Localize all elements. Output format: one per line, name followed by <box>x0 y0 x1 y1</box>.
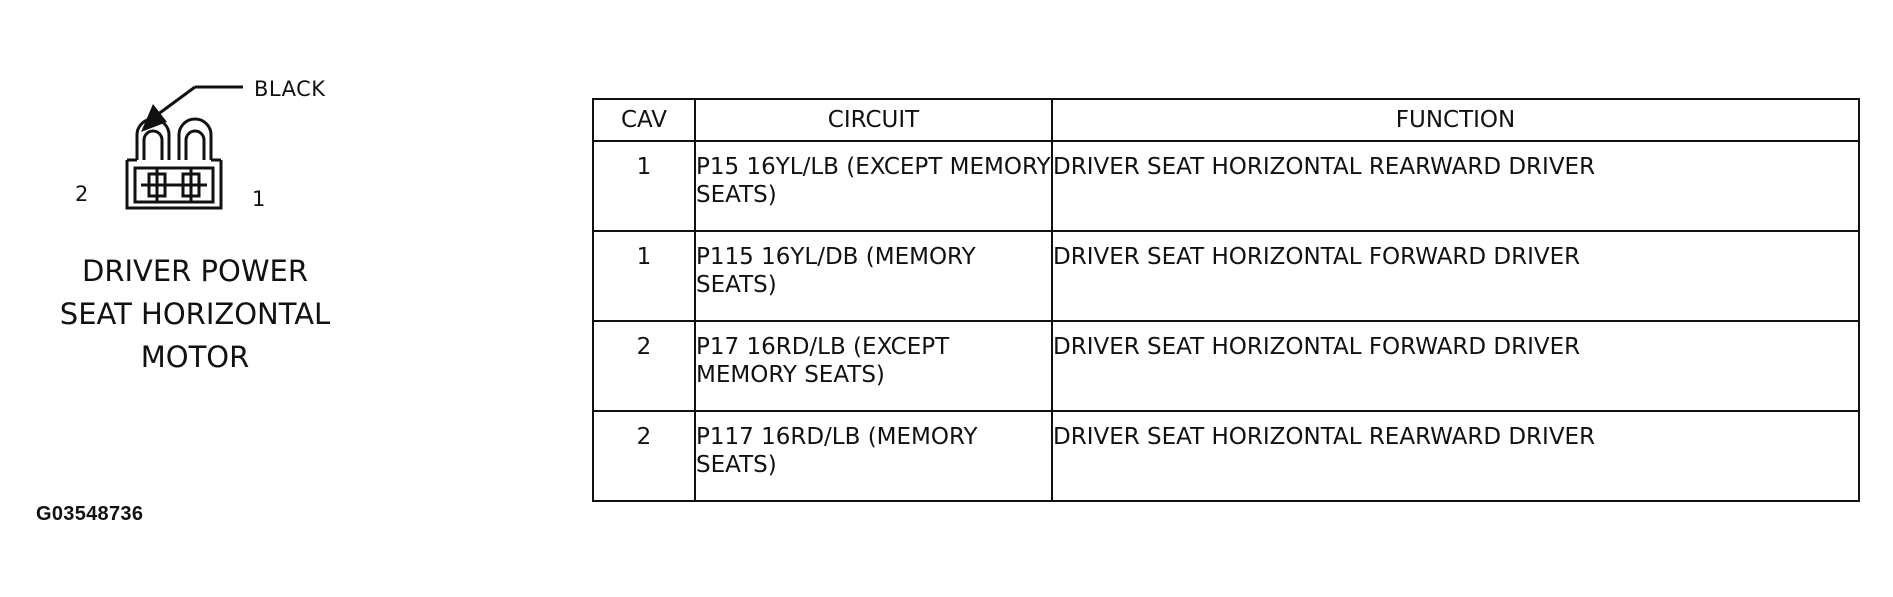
table-header-row: CAV CIRCUIT FUNCTION <box>592 98 1860 142</box>
connector-view: BLACK 2 1 DRIVER POWER SEAT HORIZONTAL M… <box>45 60 365 374</box>
table-row: 2 P117 16RD/LB (MEMORY SEATS) DRIVER SEA… <box>592 410 1860 502</box>
connector-body <box>125 172 223 210</box>
pin-label-left: 2 <box>75 182 89 206</box>
header-function: FUNCTION <box>1051 98 1860 142</box>
connector-name-line: SEAT HORIZONTAL <box>59 297 331 331</box>
circuit-cell: P15 16YL/LB (EXCEPT MEMORY SEATS) <box>694 140 1053 232</box>
function-cell: DRIVER SEAT HORIZONTAL FORWARD DRIVER <box>1051 320 1860 412</box>
two-pin-connector-icon <box>125 85 243 210</box>
cav-cell: 2 <box>592 410 696 502</box>
circuit-cell: P117 16RD/LB (MEMORY SEATS) <box>694 410 1053 502</box>
connector-name-line: MOTOR <box>140 340 250 374</box>
pointer-arrow-icon <box>141 104 167 132</box>
header-cav: CAV <box>592 98 696 142</box>
leader-line-diagonal <box>156 85 196 117</box>
circuit-cell: P115 16YL/DB (MEMORY SEATS) <box>694 230 1053 322</box>
function-cell: DRIVER SEAT HORIZONTAL REARWARD DRIVER <box>1051 140 1860 232</box>
connector-name: DRIVER POWER SEAT HORIZONTAL MOTOR <box>45 250 345 379</box>
header-circuit: CIRCUIT <box>694 98 1053 142</box>
function-cell: DRIVER SEAT HORIZONTAL REARWARD DRIVER <box>1051 410 1860 502</box>
connector-color-label: BLACK <box>254 77 326 101</box>
cav-cell: 2 <box>592 320 696 412</box>
pin-label-right: 1 <box>252 187 266 211</box>
table-row: 1 P15 16YL/LB (EXCEPT MEMORY SEATS) DRIV… <box>592 140 1860 232</box>
circuit-cell: P17 16RD/LB (EXCEPT MEMORY SEATS) <box>694 320 1053 412</box>
cav-cell: 1 <box>592 230 696 322</box>
table-row: 1 P115 16YL/DB (MEMORY SEATS) DRIVER SEA… <box>592 230 1860 322</box>
table-row: 2 P17 16RD/LB (EXCEPT MEMORY SEATS) DRIV… <box>592 320 1860 412</box>
connector-name-line: DRIVER POWER <box>81 254 309 288</box>
latch-right <box>177 117 213 160</box>
cav-cell: 1 <box>592 140 696 232</box>
pinout-table: CAV CIRCUIT FUNCTION 1 P15 16YL/LB (EXCE… <box>592 98 1860 502</box>
figure-id: G03548736 <box>36 503 144 525</box>
function-cell: DRIVER SEAT HORIZONTAL FORWARD DRIVER <box>1051 230 1860 322</box>
